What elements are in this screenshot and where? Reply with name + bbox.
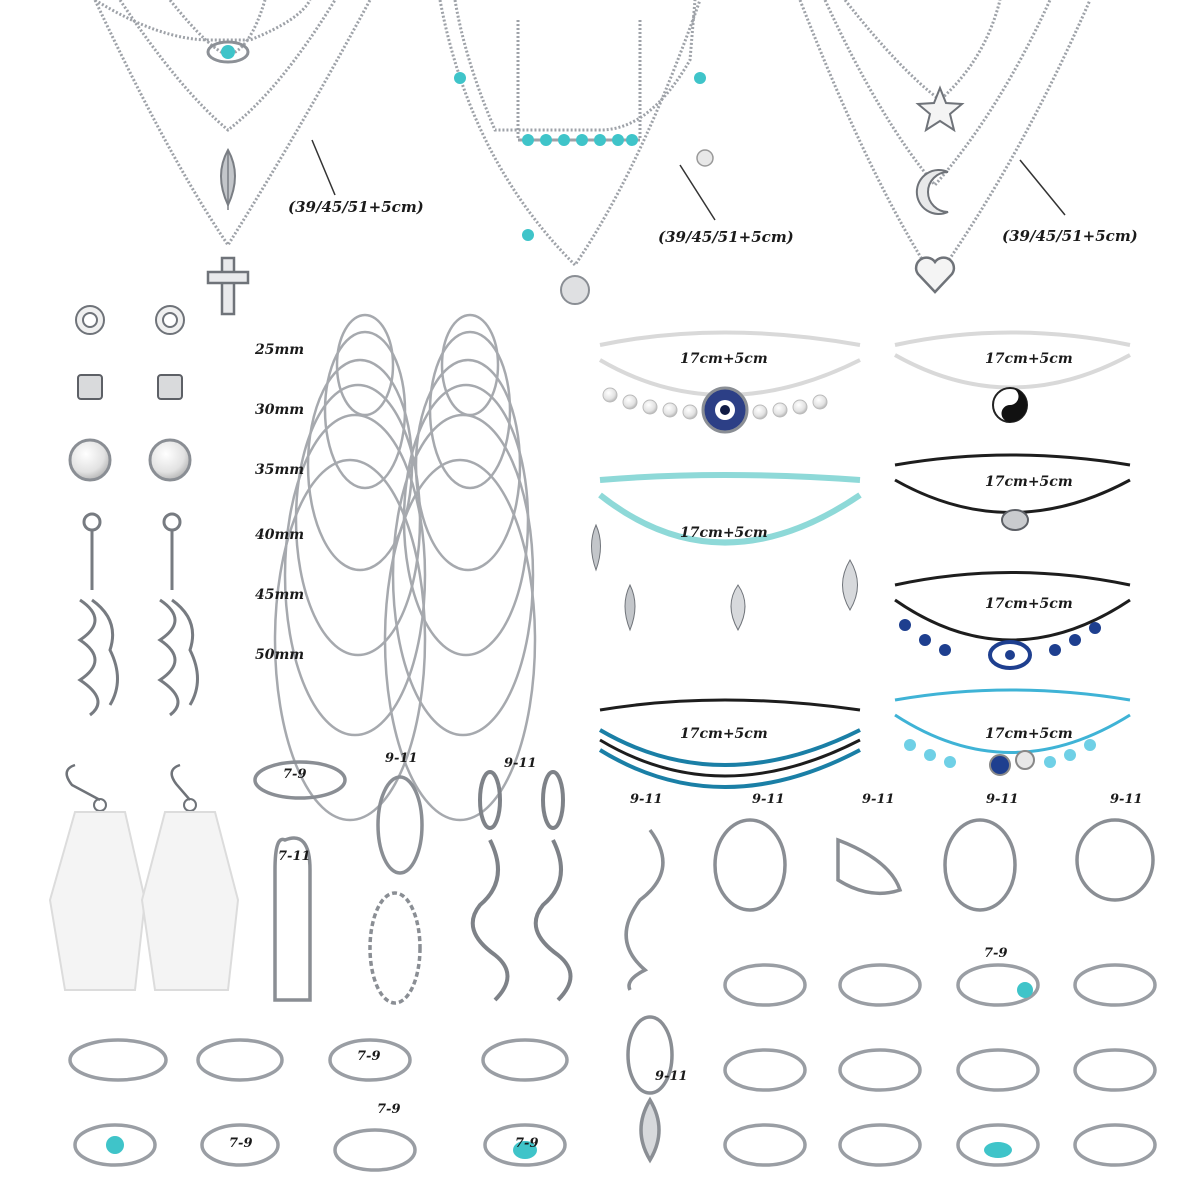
bracelet-6 bbox=[598, 698, 861, 789]
bracelet-1 bbox=[598, 330, 861, 434]
hoop-size-label-35: 35mm bbox=[255, 462, 305, 478]
ring-size-label: 7-11 bbox=[278, 849, 311, 864]
bracelet-4 bbox=[894, 453, 1131, 531]
ring-size-label: 9-11 bbox=[862, 792, 895, 807]
bracelet-length-label-4: 17cm+5cm bbox=[680, 525, 768, 541]
sun-stud-icon bbox=[75, 305, 185, 335]
chain-drop-earrings bbox=[77, 512, 199, 717]
bracelet-7 bbox=[894, 688, 1131, 776]
necklace-length-label-2: (39/45/51+5cm) bbox=[658, 228, 794, 246]
ring-size-label: 9-11 bbox=[752, 792, 785, 807]
evil-eye-icon bbox=[206, 40, 250, 64]
turquoise-stones bbox=[106, 982, 1033, 1159]
ring-size-label: 7-9 bbox=[515, 1136, 539, 1151]
bracelet-length-label-6: 17cm+5cm bbox=[680, 726, 768, 742]
cross-pendant-icon bbox=[206, 256, 250, 316]
heart-pendant-icon bbox=[914, 256, 956, 294]
bracelet-length-label-7: 17cm+5cm bbox=[985, 726, 1073, 742]
tassel-earring-icon bbox=[48, 763, 240, 991]
ring-size-label: 7-9 bbox=[229, 1136, 253, 1151]
hoop-size-label-40: 40mm bbox=[255, 527, 305, 543]
ring-size-label: 9-11 bbox=[630, 792, 663, 807]
necklace-length-label-3: (39/45/51+5cm) bbox=[1002, 227, 1138, 245]
shell-charm-icon bbox=[730, 584, 746, 632]
hoop-size-label-30: 30mm bbox=[255, 402, 305, 418]
yin-yang-icon bbox=[992, 387, 1028, 423]
necklace-length-label-1: (39/45/51+5cm) bbox=[288, 198, 424, 216]
ring-icon bbox=[253, 760, 1155, 1164]
bracelet-3 bbox=[591, 472, 862, 632]
bracelet-length-label-3: 17cm+5cm bbox=[985, 474, 1073, 490]
feather-pendant-icon bbox=[220, 147, 236, 210]
ring-size-label: 7-9 bbox=[984, 946, 1008, 961]
pearl-stud-icon bbox=[68, 438, 192, 482]
stud-earrings bbox=[68, 305, 192, 482]
ring-size-label: 7-9 bbox=[283, 767, 307, 782]
hoop-earrings-left bbox=[273, 313, 427, 822]
bracelet-2 bbox=[894, 330, 1131, 423]
coin-pendant-icon bbox=[560, 275, 590, 305]
star-pendant-icon bbox=[915, 85, 965, 133]
hoop-size-label-25: 25mm bbox=[255, 342, 305, 358]
bracelet-length-label-5: 17cm+5cm bbox=[985, 596, 1073, 612]
bracelet-length-label-1: 17cm+5cm bbox=[680, 351, 768, 367]
moon-pendant-icon bbox=[915, 169, 949, 215]
ring-size-label: 9-11 bbox=[504, 756, 537, 771]
stacking-rings bbox=[68, 963, 1157, 1172]
ring-size-label: 7-9 bbox=[377, 1102, 401, 1117]
hoop-size-label-45: 45mm bbox=[255, 587, 305, 603]
turquoise-bar-icon bbox=[518, 134, 640, 146]
bracelet-length-label-2: 17cm+5cm bbox=[985, 351, 1073, 367]
feather-charm-icon bbox=[591, 523, 601, 572]
ring-size-label: 7-9 bbox=[357, 1049, 381, 1064]
leaf-charm-icon bbox=[639, 1096, 661, 1164]
necklace-set-3 bbox=[798, 0, 1092, 283]
ring-size-label: 9-11 bbox=[655, 1069, 688, 1084]
evil-eye-icon bbox=[989, 754, 1011, 776]
snake-earring-icon bbox=[470, 770, 573, 1002]
turtle-icon bbox=[1001, 509, 1029, 531]
bracelet-5 bbox=[894, 571, 1131, 670]
crystal-stud-icon bbox=[77, 374, 183, 400]
hoop-size-label-50: 50mm bbox=[255, 647, 305, 663]
ring-size-label: 9-11 bbox=[385, 751, 418, 766]
ring-size-label: 9-11 bbox=[986, 792, 1019, 807]
hoop-earrings-right bbox=[383, 313, 537, 822]
necklace-set-2 bbox=[438, 0, 702, 268]
ring-size-label: 9-11 bbox=[1110, 792, 1143, 807]
